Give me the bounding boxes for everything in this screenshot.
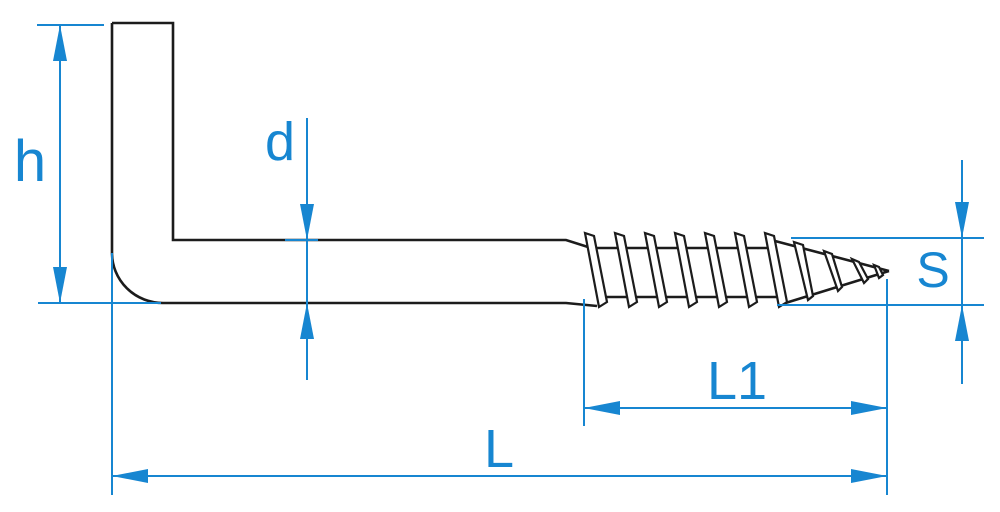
thread-crest bbox=[733, 231, 759, 309]
thread-crest bbox=[583, 231, 609, 309]
s-arrow-down-icon bbox=[955, 202, 969, 238]
thread-crest bbox=[643, 231, 669, 309]
h-arrow-down-icon bbox=[53, 267, 67, 303]
h-label: h bbox=[14, 129, 46, 194]
thread-crest-tapered bbox=[849, 256, 870, 285]
dimension-l1: L1 bbox=[583, 299, 887, 426]
dimension-h: h bbox=[14, 24, 161, 304]
l-arrow-left-icon bbox=[112, 469, 148, 483]
hook-outline bbox=[110, 21, 598, 308]
thread-crest-tapered bbox=[822, 249, 844, 294]
dimension-d: d bbox=[265, 112, 318, 380]
screw-thread bbox=[583, 231, 890, 309]
thread-crest bbox=[613, 231, 639, 309]
l1-label: L1 bbox=[707, 351, 767, 411]
d-label: d bbox=[265, 112, 295, 172]
hook-inner-contour bbox=[112, 21, 589, 249]
thread-crest bbox=[763, 231, 789, 309]
h-arrow-up-icon bbox=[53, 25, 67, 61]
l1-arrow-left-icon bbox=[584, 401, 620, 415]
thread-crest-tapered bbox=[792, 240, 815, 302]
d-arrow-down-icon bbox=[300, 204, 314, 240]
dimension-l: L bbox=[111, 253, 888, 495]
s-arrow-up-icon bbox=[955, 305, 969, 341]
thread-crest bbox=[703, 231, 729, 309]
thread-crest bbox=[673, 231, 699, 309]
dimension-s: S bbox=[777, 160, 984, 384]
l-arrow-right-icon bbox=[851, 469, 887, 483]
hook-outer-contour bbox=[110, 23, 598, 308]
s-label: S bbox=[916, 242, 949, 298]
l1-arrow-right-icon bbox=[851, 401, 887, 415]
d-arrow-up-icon bbox=[300, 303, 314, 339]
thread-crest-tapered bbox=[872, 263, 885, 280]
l-label: L bbox=[484, 419, 514, 479]
